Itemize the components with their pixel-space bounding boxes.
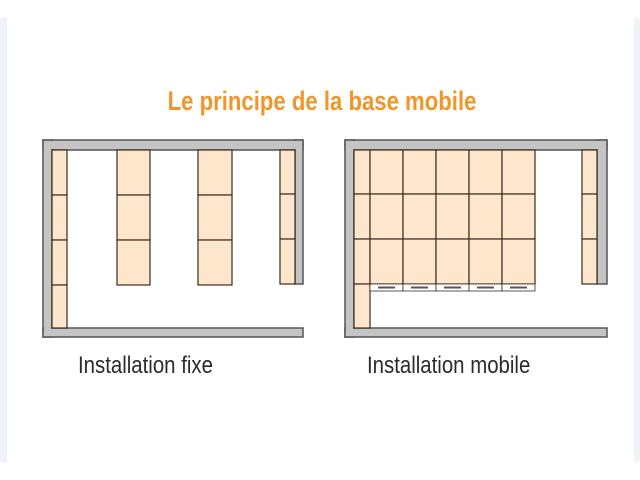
- wall-fill: [44, 141, 302, 149]
- shelf-unit: [353, 193, 371, 240]
- shelf-unit: [435, 149, 470, 195]
- shelf-unit: [501, 193, 536, 240]
- carriage-handle-icon: [477, 286, 494, 289]
- shelf-unit: [197, 194, 233, 241]
- shelf-unit: [402, 149, 437, 195]
- shelf-unit: [581, 238, 598, 285]
- wall-fill: [346, 141, 606, 149]
- shelf-unit: [353, 283, 371, 329]
- shelf-unit: [501, 238, 536, 285]
- shelf-unit: [369, 193, 404, 240]
- shelf-unit: [369, 238, 404, 285]
- shelf-unit: [279, 238, 296, 285]
- shelf-unit: [468, 149, 503, 195]
- shelf-unit: [581, 149, 598, 195]
- shelf-unit: [501, 149, 536, 195]
- left-side-strip: [0, 18, 7, 462]
- plan-installation-fixe: [42, 139, 304, 338]
- shelf-unit: [116, 149, 151, 196]
- caption-installation-fixe: Installation fixe: [78, 352, 213, 379]
- plan-installation-mobile: [344, 139, 608, 338]
- shelf-unit: [402, 193, 437, 240]
- shelf-unit: [197, 149, 233, 196]
- shelf-unit: [116, 239, 151, 286]
- wall-fill: [296, 141, 302, 283]
- carriage-handle-icon: [378, 286, 395, 289]
- wall-fill: [346, 329, 606, 336]
- shelf-unit: [51, 194, 68, 241]
- wall-fill: [44, 329, 302, 336]
- shelf-unit: [51, 239, 68, 286]
- shelf-unit: [581, 193, 598, 240]
- shelf-unit: [435, 238, 470, 285]
- shelf-unit: [279, 193, 296, 240]
- wall-fill: [346, 141, 353, 336]
- shelf-unit: [51, 149, 68, 196]
- shelf-unit: [402, 238, 437, 285]
- shelf-unit: [369, 149, 404, 195]
- shelf-unit: [116, 194, 151, 241]
- right-side-strip: [634, 18, 640, 462]
- shelf-unit: [353, 238, 371, 285]
- carriage-handle-icon: [411, 286, 428, 289]
- wall-fill: [598, 141, 606, 283]
- shelf-unit: [353, 149, 371, 195]
- shelf-unit: [197, 239, 233, 286]
- wall-fill: [44, 141, 51, 336]
- shelf-unit: [279, 149, 296, 195]
- caption-installation-mobile: Installation mobile: [367, 352, 531, 379]
- diagram-title: Le principe de la base mobile: [167, 86, 477, 116]
- shelf-unit: [51, 284, 68, 329]
- shelf-unit: [435, 193, 470, 240]
- carriage-handle-icon: [510, 286, 527, 289]
- shelf-unit: [468, 238, 503, 285]
- carriage-handle-icon: [444, 286, 461, 289]
- shelf-unit: [468, 193, 503, 240]
